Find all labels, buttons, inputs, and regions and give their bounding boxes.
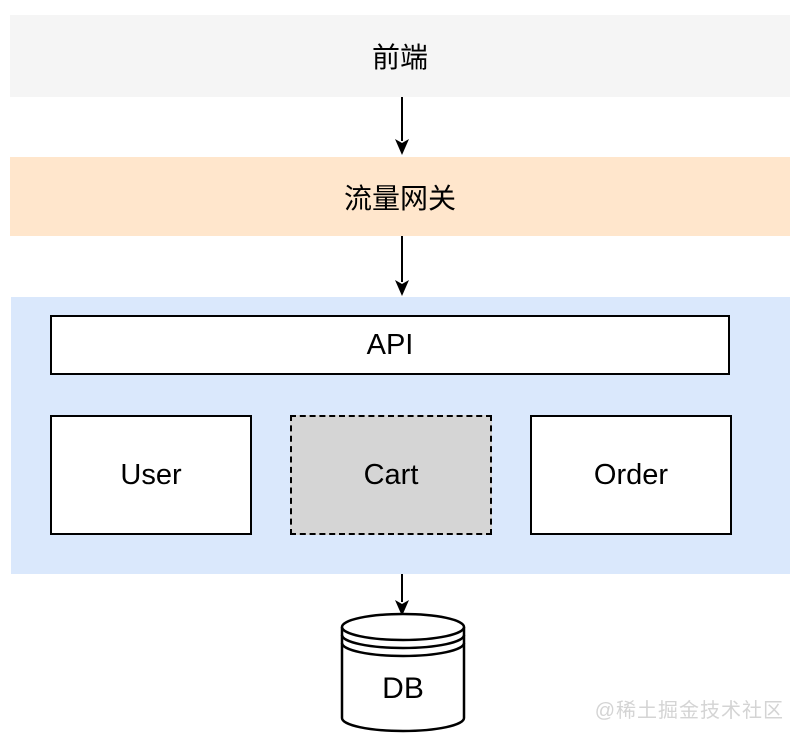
frontend-label: 前端 <box>371 42 428 73</box>
arrow-gateway-to-services-icon <box>395 236 409 296</box>
watermark-text: @稀土掘金技术社区 <box>594 700 784 722</box>
api-label: API <box>366 328 414 361</box>
frontend-band: 前端 <box>10 15 790 97</box>
arrow-frontend-to-gateway-icon <box>395 97 409 155</box>
db-label: DB <box>382 672 424 705</box>
database-cylinder-icon <box>340 612 466 733</box>
services-container: API User Cart Order <box>11 297 790 574</box>
arrow-services-to-db-icon <box>395 574 409 616</box>
service-box-order: Order <box>530 415 732 535</box>
api-box: API <box>50 315 730 375</box>
order-label: Order <box>593 458 669 491</box>
service-box-cart: Cart <box>290 415 492 535</box>
user-label: User <box>120 458 182 491</box>
service-box-user: User <box>50 415 252 535</box>
gateway-band: 流量网关 <box>10 157 790 236</box>
gateway-label: 流量网关 <box>343 182 456 214</box>
cart-label: Cart <box>363 458 419 491</box>
